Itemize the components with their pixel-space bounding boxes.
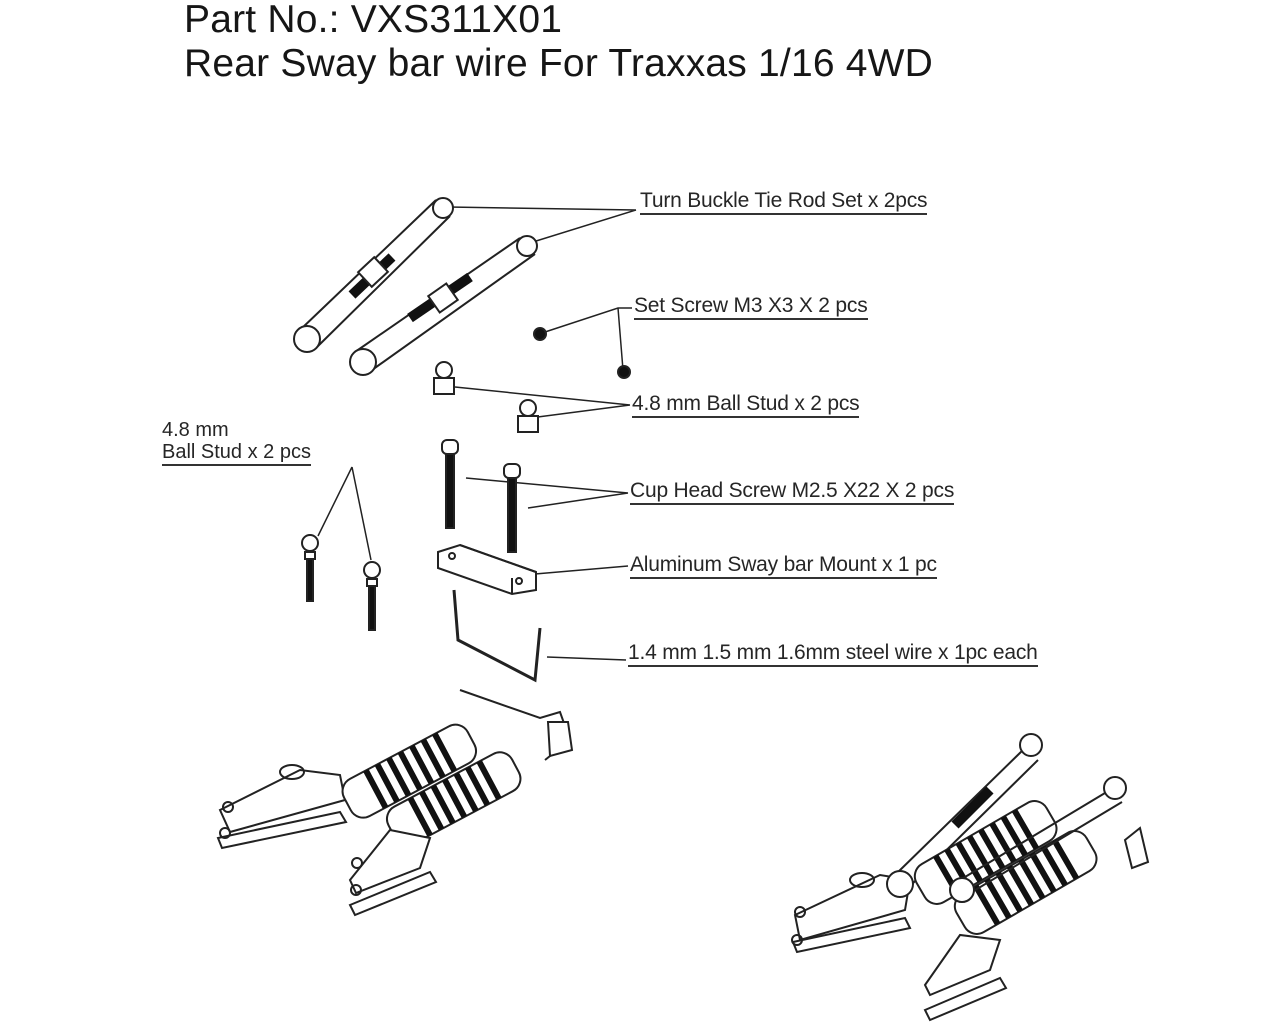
- cup-head-screw-drawing-2: [503, 463, 521, 553]
- left-ball-stud-drawing-2: [363, 561, 381, 631]
- left-ball-stud-label-line2: Ball Stud x 2 pcs: [162, 442, 311, 466]
- set-screw-drawing-2: [617, 365, 631, 379]
- left-ball-stud-drawing-1: [301, 534, 319, 602]
- assembly-drawing-left: [216, 689, 574, 917]
- ball-stud-drawing-1: [433, 361, 455, 395]
- turnbuckle-drawing-2: [349, 235, 538, 376]
- steel-wire-drawing: [452, 589, 542, 683]
- set-screw-drawing-1: [533, 327, 547, 341]
- part-label-steel-wire: 1.4 mm 1.5 mm 1.6mm steel wire x 1pc eac…: [628, 642, 1038, 667]
- part-label-cup-head-screw: Cup Head Screw M2.5 X22 X 2 pcs: [630, 480, 954, 505]
- assembly-drawing-right: [791, 733, 1150, 1022]
- product-description-title: Rear Sway bar wire For Traxxas 1/16 4WD: [184, 42, 934, 85]
- cup-head-screw-drawing-1: [441, 439, 459, 529]
- part-label-set-screw: Set Screw M3 X3 X 2 pcs: [634, 295, 868, 320]
- sway-bar-mount-drawing: [437, 543, 537, 596]
- left-ball-stud-label-line1: 4.8 mm: [162, 419, 229, 441]
- part-number-title: Part No.: VXS311X01: [184, 0, 563, 41]
- ball-stud-drawing-2: [517, 399, 539, 433]
- leader-lines: [317, 206, 637, 661]
- part-label-ball-stud: 4.8 mm Ball Stud x 2 pcs: [632, 393, 860, 418]
- part-label-sway-bar-mount: Aluminum Sway bar Mount x 1 pc: [630, 554, 937, 579]
- part-label-turnbuckle: Turn Buckle Tie Rod Set x 2pcs: [640, 190, 928, 215]
- turnbuckle-drawing-1: [293, 197, 454, 353]
